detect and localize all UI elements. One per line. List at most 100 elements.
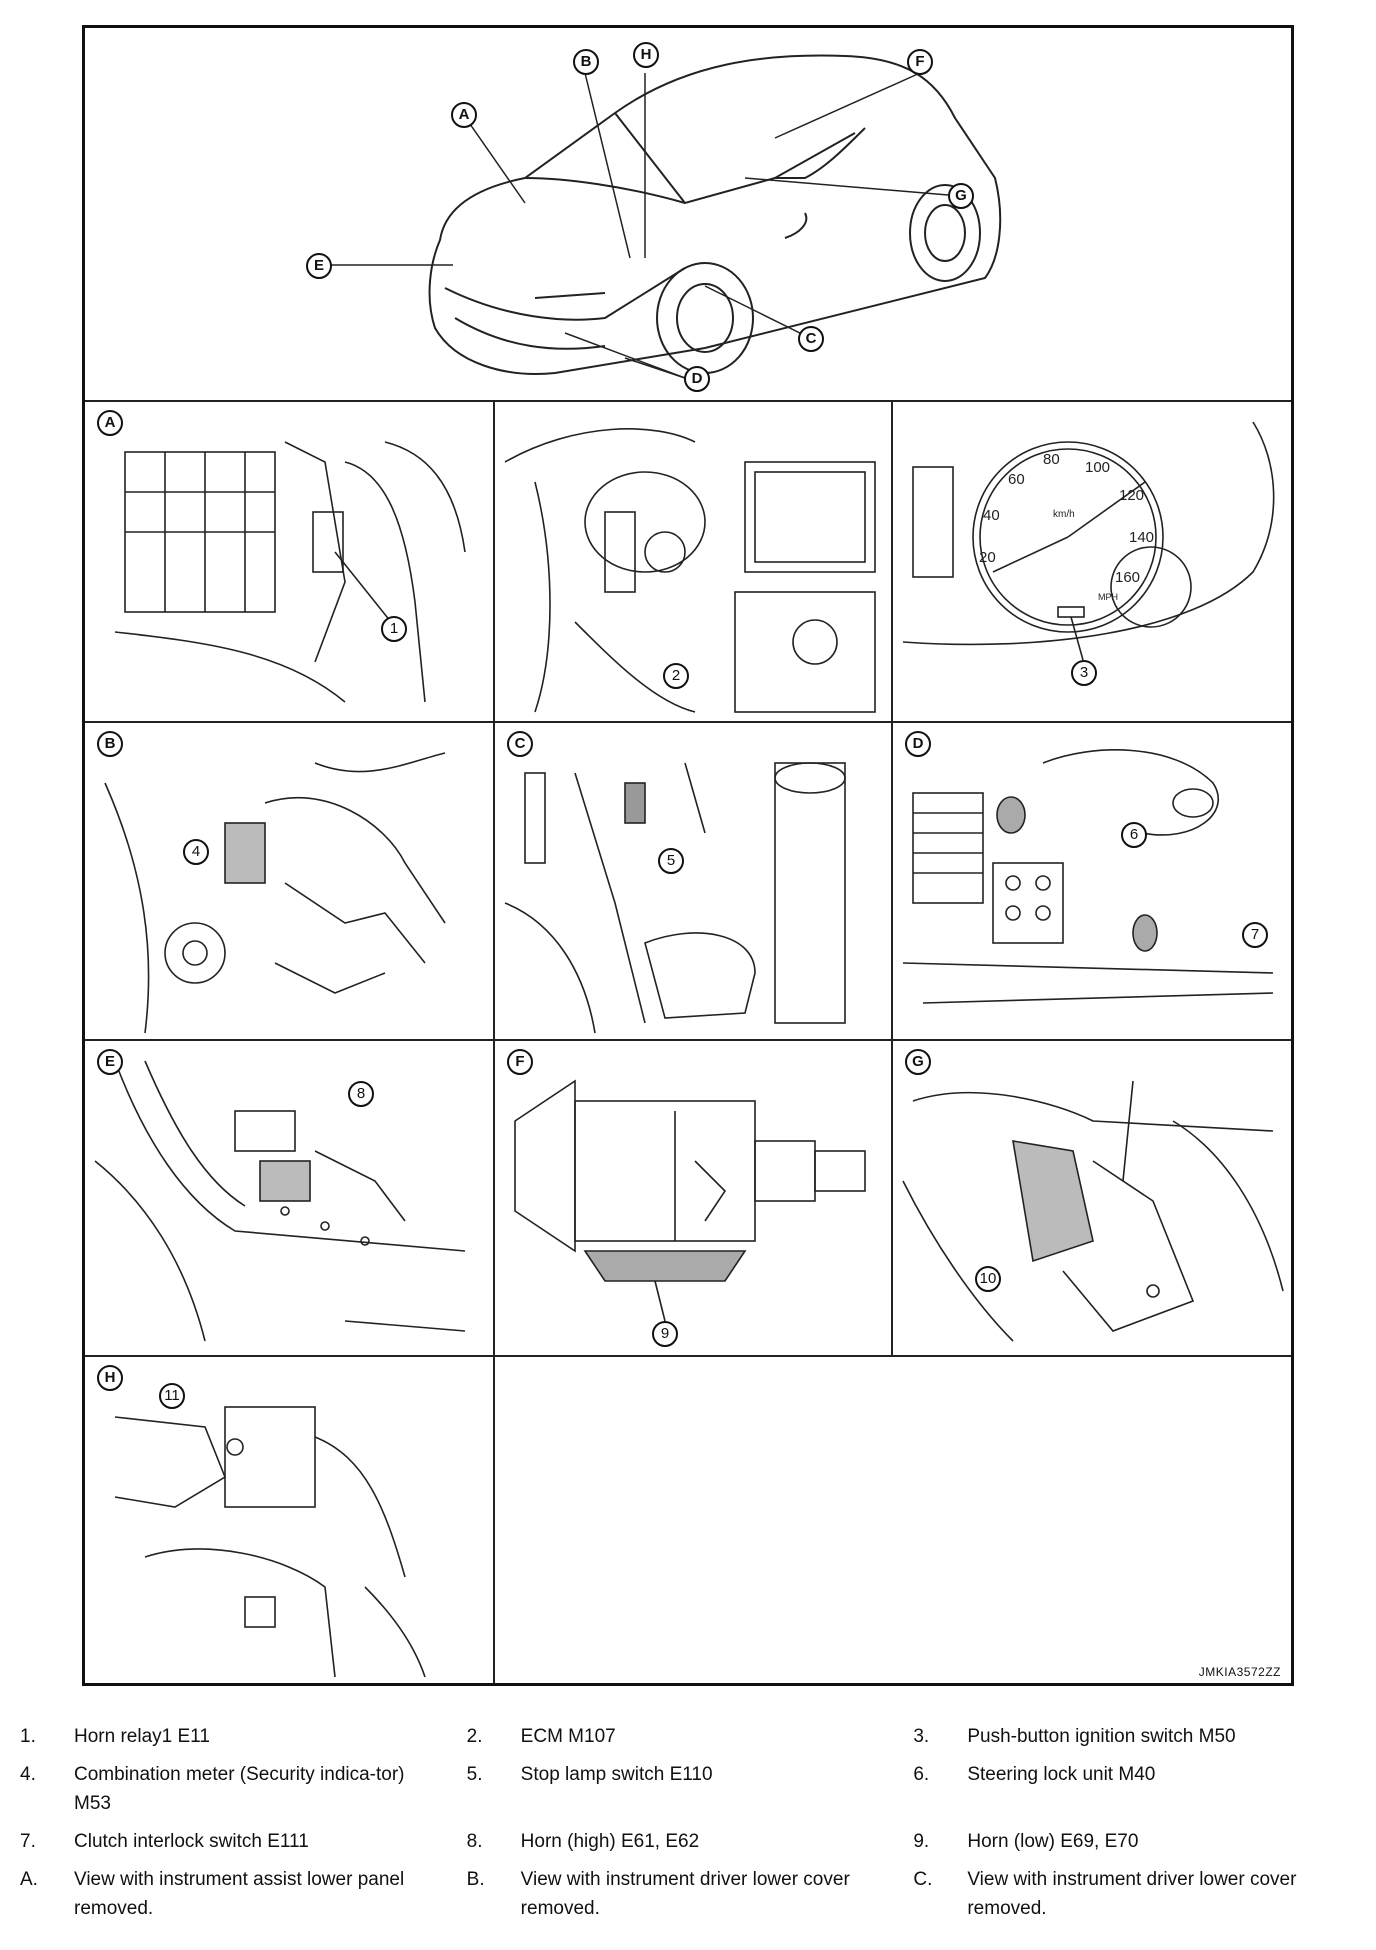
legend-text: View with instrument assist lower panel … bbox=[74, 1869, 405, 1919]
panel-label-b-icon: B bbox=[97, 731, 123, 757]
callout-c-icon: C bbox=[798, 326, 824, 352]
legend-key: C. bbox=[913, 1869, 933, 1890]
car-outline-icon bbox=[327, 54, 1002, 379]
callout-f-icon: F bbox=[907, 49, 933, 75]
legend-text: ECM M107 bbox=[520, 1726, 616, 1747]
legend-key: 6. bbox=[913, 1764, 930, 1785]
panel-g-console: G 10 bbox=[893, 1041, 1291, 1355]
speed-tick-100: 100 bbox=[1085, 459, 1110, 476]
legend-item: C. View with instrument driver lower cove… bbox=[913, 1865, 1360, 1923]
legend-key: 8. bbox=[466, 1831, 483, 1852]
legend-item: 1. Horn relay1 E11 bbox=[20, 1722, 467, 1751]
callout-8-icon: 8 bbox=[348, 1081, 374, 1107]
speed-tick-120: 120 bbox=[1119, 487, 1144, 504]
legend-text: Clutch interlock switch E111 bbox=[74, 1831, 309, 1852]
panel-f-transmission: F 9 bbox=[495, 1041, 891, 1355]
pedal-area-icon bbox=[504, 762, 846, 1034]
legend: 1. Horn relay1 E11 2.ECM M107 3. Push-butt… bbox=[20, 1722, 1360, 1932]
legend-text: View with instrument driver lower cover … bbox=[520, 1869, 850, 1919]
legend-item: 6. Steering lock unit M40 bbox=[913, 1760, 1360, 1818]
callout-a-icon: A bbox=[451, 102, 477, 128]
callout-4-icon: 4 bbox=[183, 839, 209, 865]
speed-tick-80: 80 bbox=[1043, 451, 1060, 468]
legend-item: A. View with instrument assist lower pane… bbox=[20, 1865, 467, 1923]
column-divider bbox=[493, 400, 495, 1683]
steering-column-icon bbox=[504, 428, 876, 713]
horn-bracket-icon bbox=[902, 749, 1274, 1004]
callout-5-icon: 5 bbox=[658, 848, 684, 874]
panel-d-front-bumper: D 6 7 bbox=[893, 723, 1291, 1039]
legend-row: 1. Horn relay1 E11 2.ECM M107 3. Push-butt… bbox=[20, 1722, 1360, 1751]
legend-text: Horn (high) E61, E62 bbox=[520, 1831, 700, 1852]
panel-label-c-icon: C bbox=[507, 731, 533, 757]
legend-key: A. bbox=[20, 1869, 38, 1890]
row-divider bbox=[85, 721, 1291, 723]
legend-key: 7. bbox=[20, 1831, 36, 1852]
callout-7-icon: 7 bbox=[1242, 922, 1268, 948]
callout-3-icon: 3 bbox=[1071, 660, 1097, 686]
speed-tick-20: 20 bbox=[979, 549, 996, 566]
legend-item: 8. Horn (high) E61, E62 bbox=[467, 1827, 914, 1856]
legend-text: Combination meter (Security indica-tor) … bbox=[74, 1764, 405, 1814]
speedometer-icon: 20 40 60 80 100 120 140 160 MPH km/h bbox=[902, 421, 1275, 661]
speed-tick-40: 40 bbox=[983, 507, 1000, 524]
legend-key: 4. bbox=[20, 1764, 36, 1785]
callout-h-icon: H bbox=[633, 42, 659, 68]
legend-row: 7. Clutch interlock switch E111 8. Horn (h… bbox=[20, 1827, 1360, 1856]
legend-text: Horn (low) E69, E70 bbox=[967, 1831, 1139, 1852]
callout-1-icon: 1 bbox=[381, 616, 407, 642]
legend-row: A. View with instrument assist lower pane… bbox=[20, 1865, 1360, 1923]
figure-code: JMKIA3572ZZ bbox=[1198, 1665, 1281, 1679]
panel-label-e-icon: E bbox=[97, 1049, 123, 1075]
legend-key: 9. bbox=[913, 1831, 930, 1852]
panel-label-h-icon: H bbox=[97, 1365, 123, 1391]
legend-item: 4. Combination meter (Security indica-tor… bbox=[20, 1760, 467, 1818]
engine-bay-icon bbox=[94, 1060, 466, 1342]
legend-text: Push-button ignition switch M50 bbox=[967, 1726, 1236, 1747]
relay-area-icon bbox=[114, 441, 466, 703]
legend-key: 3. bbox=[913, 1726, 930, 1747]
panel-h-clutch: H 11 bbox=[85, 1357, 493, 1683]
legend-key: B. bbox=[466, 1869, 485, 1890]
legend-item: B. View with instrument driver lower cove… bbox=[467, 1865, 914, 1923]
legend-item: 5. Stop lamp switch E110 bbox=[467, 1760, 914, 1818]
panel-label-d-icon: D bbox=[905, 731, 931, 757]
panel-label-f-icon: F bbox=[507, 1049, 533, 1075]
legend-key: 5. bbox=[466, 1764, 483, 1785]
legend-item: 2.ECM M107 bbox=[467, 1722, 914, 1751]
legend-text: View with instrument driver lower cover … bbox=[967, 1869, 1297, 1919]
shifter-area-icon bbox=[902, 1080, 1284, 1342]
callout-10-icon: 10 bbox=[975, 1266, 1001, 1292]
column-divider bbox=[891, 400, 893, 1355]
row-divider bbox=[85, 1039, 1291, 1041]
legend-row: 4. Combination meter (Security indica-tor… bbox=[20, 1760, 1360, 1818]
legend-text: Steering lock unit M40 bbox=[967, 1764, 1156, 1785]
panel-b-driver-lower: B 4 bbox=[85, 723, 493, 1039]
legend-item: 7. Clutch interlock switch E111 bbox=[20, 1827, 467, 1856]
speed-tick-60: 60 bbox=[1008, 471, 1025, 488]
panel-e-horn-high: E 8 bbox=[85, 1041, 493, 1355]
row-divider bbox=[85, 1355, 1291, 1357]
legend-text: Horn relay1 E11 bbox=[74, 1726, 210, 1747]
callout-d-icon: D bbox=[684, 366, 710, 392]
clutch-pedal-icon bbox=[114, 1406, 426, 1678]
vehicle-overview-drawing: A B H F G E C D bbox=[85, 28, 1291, 400]
steering-lock-area-icon bbox=[104, 752, 446, 1034]
callout-9-icon: 9 bbox=[652, 1321, 678, 1347]
speed-tick-160: 160 bbox=[1115, 569, 1140, 586]
callout-b-icon: B bbox=[573, 49, 599, 75]
speed-unit-mph: MPH bbox=[1098, 592, 1118, 602]
legend-item: 9. Horn (low) E69, E70 bbox=[913, 1827, 1360, 1856]
panel-label-a-icon: A bbox=[97, 410, 123, 436]
callout-6-icon: 6 bbox=[1121, 822, 1147, 848]
legend-item: 3. Push-button ignition switch M50 bbox=[913, 1722, 1360, 1751]
callout-11-icon: 11 bbox=[159, 1383, 185, 1409]
legend-key: 1. bbox=[20, 1726, 36, 1747]
row-divider bbox=[85, 400, 1291, 402]
component-location-figure: A B H F G E C D A 1 bbox=[82, 25, 1294, 1686]
panel-c-driver-lower: C 5 bbox=[495, 723, 891, 1039]
legend-text: Stop lamp switch E110 bbox=[520, 1764, 713, 1785]
callout-e-icon: E bbox=[306, 253, 332, 279]
callout-g-icon: G bbox=[948, 183, 974, 209]
panel-a-instrument-assist: A 1 bbox=[85, 402, 493, 721]
